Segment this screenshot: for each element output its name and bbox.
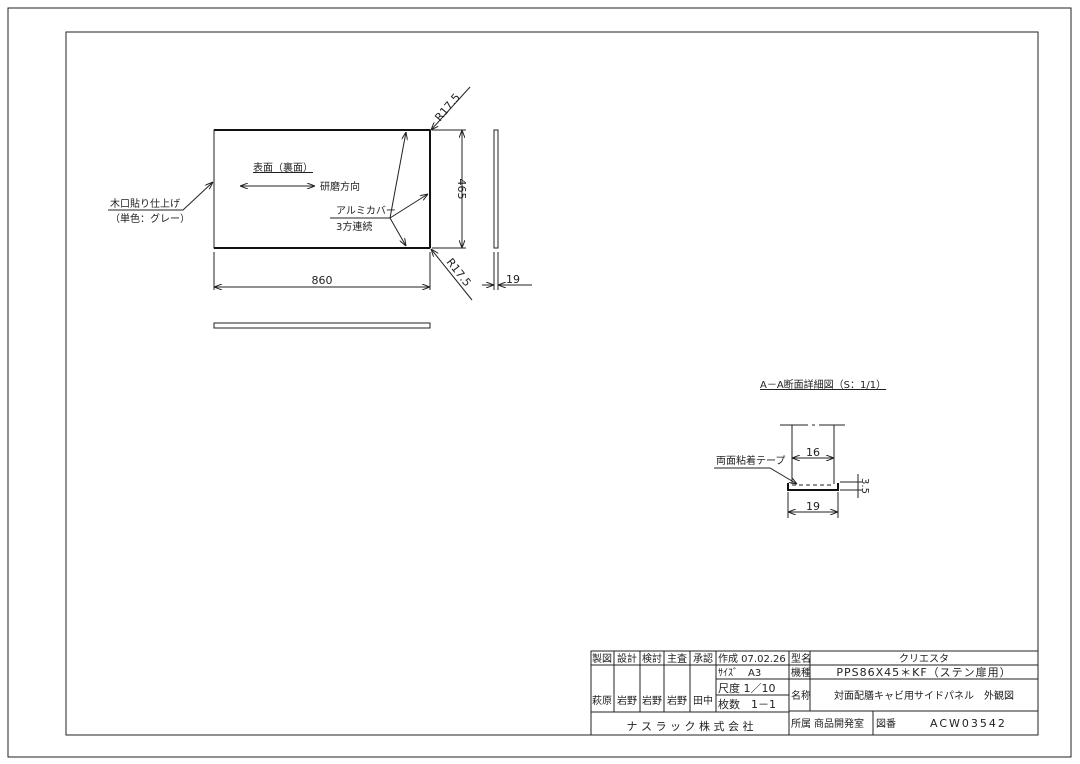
- signer-checked: 岩野: [642, 694, 662, 707]
- drawing-number: ACW03542: [930, 717, 1007, 730]
- inner-width-dimension: 16: [806, 446, 820, 459]
- model-name: クリエスタ: [899, 653, 949, 665]
- scale: 尺度 1／10: [718, 681, 776, 695]
- outer-border: [7, 7, 1072, 758]
- header-drafted: 製図: [592, 652, 612, 665]
- signer-drafted: 萩原: [592, 695, 612, 707]
- signer-approved: 田中: [693, 694, 713, 707]
- header-checked: 検討: [642, 652, 662, 665]
- edge-finish-label-2: （単色：グレー）: [110, 212, 190, 225]
- signer-reviewed: 岩野: [667, 694, 687, 707]
- paper-size: ｻｲｽﾞ A3: [718, 667, 761, 679]
- signer-designed: 岩野: [617, 694, 637, 707]
- depth-dimension: 3.5: [859, 478, 870, 494]
- model-name-label: 型名: [791, 652, 811, 665]
- section-title: A－A断面詳細図（S：1/1）: [760, 378, 886, 391]
- dept: 商品開発室: [814, 717, 864, 730]
- bottom-view: [213, 322, 431, 329]
- outer-width-dimension: 19: [806, 500, 820, 513]
- model-label: 機種: [791, 666, 811, 679]
- model: PPS86X45＊KF（ステン扉用）: [836, 666, 1011, 679]
- section-view: A－A断面詳細図（S：1/1） 16 両面粘着テープ 19 3.5: [714, 378, 886, 518]
- front-view: 表面（裏面） 研磨方向 木口貼り仕上げ （単色：グレー） アルミカバー 3方連続…: [108, 86, 474, 301]
- drawing-no-label: 図番: [876, 718, 896, 730]
- created-date: 作成 07.02.26: [718, 653, 786, 665]
- aluminum-cover-label-1: アルミカバー: [336, 205, 396, 217]
- sheet-count: 枚数 1－1: [718, 697, 776, 711]
- drawing-name: 対面配膳キャビ用サイドパネル 外観図: [834, 689, 1014, 702]
- radius-top-label: R17.5: [432, 91, 463, 124]
- width-dimension: 860: [312, 274, 333, 287]
- drawing-frame: [65, 31, 1039, 736]
- header-reviewed: 主査: [667, 652, 687, 665]
- polish-direction-label: 研磨方向: [320, 180, 360, 193]
- tape-label: 両面粘着テープ: [716, 454, 785, 467]
- surface-label: 表面（裏面）: [253, 161, 313, 174]
- name-label: 名称: [791, 689, 811, 702]
- header-approved: 承認: [693, 652, 713, 665]
- header-designed: 設計: [617, 652, 637, 665]
- edge-finish-label-1: 木口貼り仕上げ: [110, 197, 180, 210]
- aluminum-channel: [787, 483, 839, 491]
- dept-label: 所属: [791, 718, 811, 730]
- height-dimension: 465: [455, 179, 468, 200]
- title-block: 製図 設計 検討 主査 承認 萩原 岩野 岩野 岩野 田中 作成 07.02.2…: [590, 650, 1039, 736]
- thickness-dimension: 19: [506, 273, 520, 286]
- edge-finish-leader: [108, 182, 213, 211]
- side-view: 19: [482, 129, 532, 290]
- company-name: ナ ス ラ ッ ク 株 式 会 社: [627, 719, 754, 733]
- aluminum-cover-label-2: 3方連続: [336, 220, 372, 233]
